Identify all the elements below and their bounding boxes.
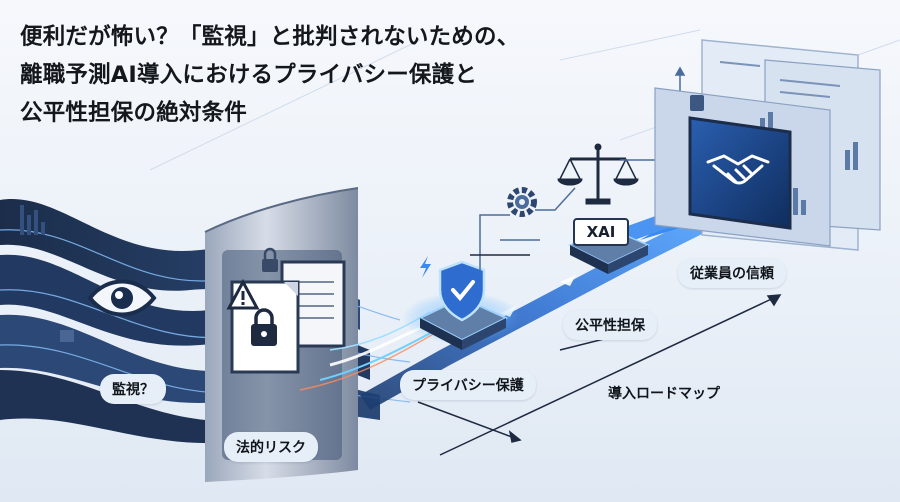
- label-surveillance: 監視？: [100, 374, 166, 404]
- lock-icon-small: [262, 247, 278, 272]
- label-fairness: 公平性担保: [563, 310, 657, 340]
- bar-marks: [20, 205, 74, 342]
- scales-icon: [557, 143, 639, 205]
- label-privacy: プライバシー保護: [400, 370, 536, 400]
- lock-icon-screen: [690, 95, 704, 111]
- title-line-2: 離職予測AI導入におけるプライバシー保護と: [20, 62, 478, 88]
- title-line-1: 便利だが怖い？「監視」と批判されないための、: [20, 24, 520, 50]
- gear-icon: [507, 187, 537, 217]
- shield-check-icon: [438, 260, 486, 322]
- title-line-3: 公平性担保の絶対条件: [20, 100, 248, 126]
- xai-tag: XAI: [573, 218, 629, 246]
- handshake-icon: [706, 154, 770, 185]
- warning-icon: [226, 278, 260, 310]
- eye-icon: [87, 279, 157, 317]
- dashboard-screens: [654, 39, 881, 251]
- lightning-icon: [420, 256, 431, 278]
- label-roadmap: 導入ロードマップ: [608, 386, 720, 402]
- label-legal-risk: 法的リスク: [224, 432, 318, 462]
- lock-icon: [251, 308, 277, 346]
- page-title: 便利だが怖い？「監視」と批判されないための、 離職予測AI導入におけるプライバシ…: [20, 18, 620, 132]
- label-trust: 従業員の信頼: [678, 258, 786, 288]
